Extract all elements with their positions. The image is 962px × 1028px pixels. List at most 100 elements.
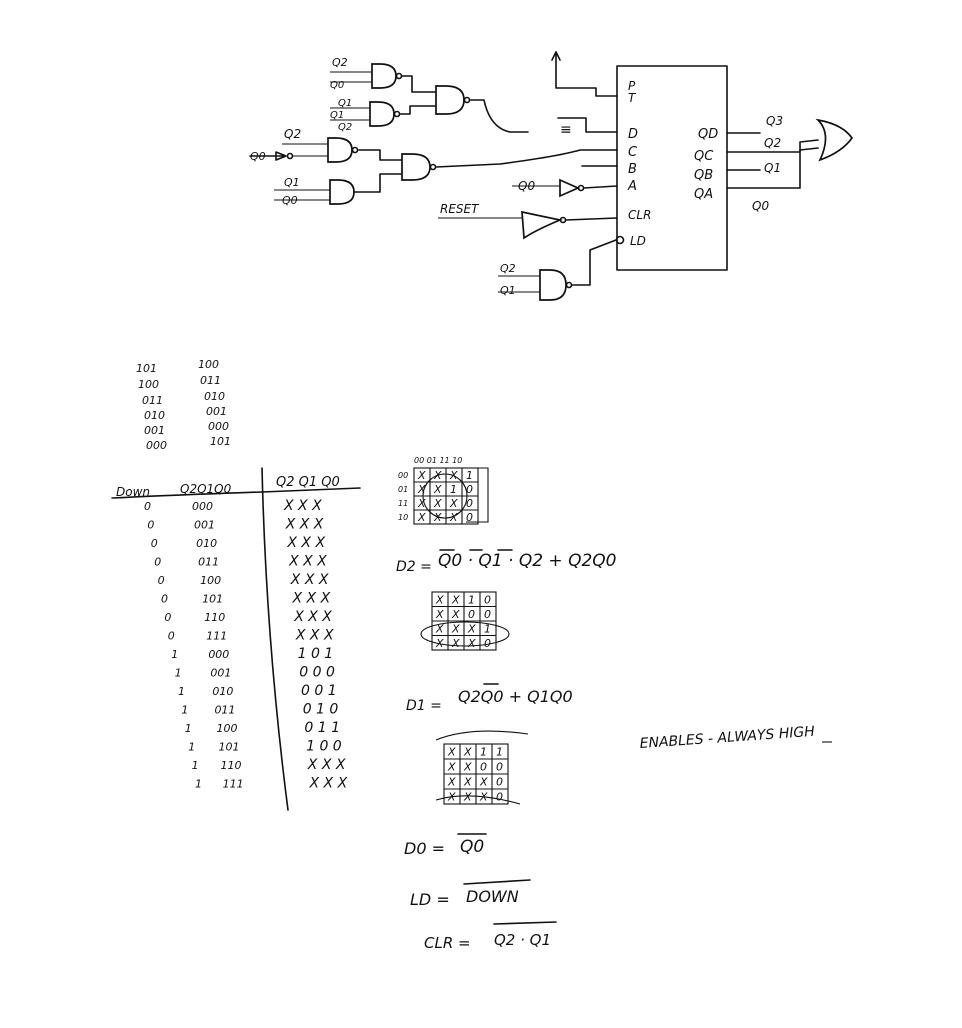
tt-down-cell: 1 [195,778,202,791]
tt-down-cell: 0 [158,574,165,587]
tt-present-cell: 011 [214,704,235,717]
output-qa-label: QA [694,187,713,202]
tt-down-cell: 0 [151,537,158,550]
tt-down-cell: 0 [154,556,161,569]
pin-c-label: C [628,145,638,160]
kmap-cell: X [447,776,456,789]
tt-present-cell: 011 [198,556,219,569]
tt-down-cell: 1 [185,722,192,735]
tt-present-cell: 010 [196,537,217,550]
pin-clr-label: CLR [628,208,651,222]
tt-next-cell: X X X [295,628,334,644]
tt-next-cell: X X X [290,572,329,588]
g3-in1-label: Q2 [284,127,301,141]
kmap-cell: 0 [496,791,503,804]
tt-down-cell: 0 [144,500,151,513]
tt-next-cell: X X X [293,609,332,625]
tt-down-cell: 1 [181,704,188,717]
output-wiring: Q3 Q2 Q1 Q0 [726,114,854,213]
seq-right-5: 101 [210,435,231,448]
pin-p-label: P [628,79,636,93]
tt-down-cell: 1 [175,667,182,680]
g2-in2-label: Q1 [330,110,344,121]
tt-down-cell: 0 [147,519,154,532]
header-present-state: Q2Q1Q0 [180,482,232,496]
g4-in1-label: Q1 [284,176,300,189]
clr-equation: CLR = Q2 · Q1 [424,921,557,952]
pt-wiring [551,51,618,97]
tt-down-cell: 1 [188,741,195,754]
d2-eq-lhs: D2 = [396,559,432,575]
tt-present-cell: 110 [221,759,242,772]
pin-a-label: A [627,179,637,194]
output-qb-label: QB [694,168,713,183]
kmap-cell: 1 [496,746,503,759]
tt-down-cell: 0 [168,630,175,643]
kmap-cell: X [467,622,476,635]
tt-present-cell: 101 [202,593,223,606]
reset-inverter [521,210,563,240]
seq-left-4: 001 [144,424,165,437]
clr-eq-rhs: Q2 · Q1 [494,931,551,949]
tt-present-cell: 100 [200,574,221,587]
tt-down-cell: 1 [178,685,185,698]
kmap-cell: X [417,497,426,510]
q1-label: Q1 [764,161,781,175]
pin-ld-label: LD [630,234,646,248]
seq-right-0: 100 [198,358,219,371]
kmap-cell: X [451,593,460,606]
tt-present-cell: 001 [210,667,231,680]
kmap-cell: 0 [480,761,487,774]
output-qc-label: QC [694,149,714,164]
kmap-cell: X [417,483,426,496]
kmap-cell: X [417,511,426,524]
d0-equation: D0 = Q0 [404,833,487,858]
d1-eq-lhs: D1 = [406,698,442,714]
tt-next-cell: X X X [309,776,348,792]
kmap-cell: X [451,608,460,621]
q0-label: Q0 [752,199,769,213]
d1-equation: D1 = Q2Q0 + Q1Q0 [406,683,573,714]
or-gate [815,118,854,162]
reset-label: RESET [440,202,480,216]
tt-next-cell: 1 0 0 [306,739,342,755]
tt-next-cell: 0 0 0 [299,665,335,681]
d2-eq-rhs: Q0 · Q1 · Q2 + Q2Q0 [438,551,616,571]
kmap-cell: X [463,776,472,789]
tt-next-cell: X X X [283,498,322,514]
output-qd-label: QD [698,127,718,142]
tt-present-cell: 001 [194,519,215,532]
pin-d-label: D [628,127,638,142]
enables-note-text: ENABLES - ALWAYS HIGH [639,724,816,752]
kmap-cell: 0 [484,593,491,606]
d0-eq-lhs: D0 = [404,839,445,858]
tt-next-cell: X X X [307,757,346,773]
ld-in1-label: Q2 [500,262,516,275]
kmap-row-header: 11 [398,499,408,508]
kmap-cell: X [435,622,444,635]
q2-label: Q2 [764,136,781,150]
kmap-cell: 1 [468,593,475,606]
tt-present-cell: 110 [204,611,225,624]
tt-present-cell: 111 [206,630,227,643]
counter-chip: P T D C B A CLR LD QD QC QB QA [615,65,728,271]
kmap-cell: 1 [480,746,487,759]
q3-label: Q3 [766,114,783,128]
kmap-cell: 0 [466,483,473,496]
tt-present-cell: 100 [216,722,237,735]
tt-next-cell: 0 0 1 [301,683,337,699]
header-down: Down [116,485,150,499]
pin-b-label: B [628,162,637,177]
seq-right-4: 000 [208,420,229,433]
kmap-cell: X [433,483,442,496]
tt-next-cell: X X X [288,554,327,570]
g1-in2-label: Q0 [330,80,344,91]
